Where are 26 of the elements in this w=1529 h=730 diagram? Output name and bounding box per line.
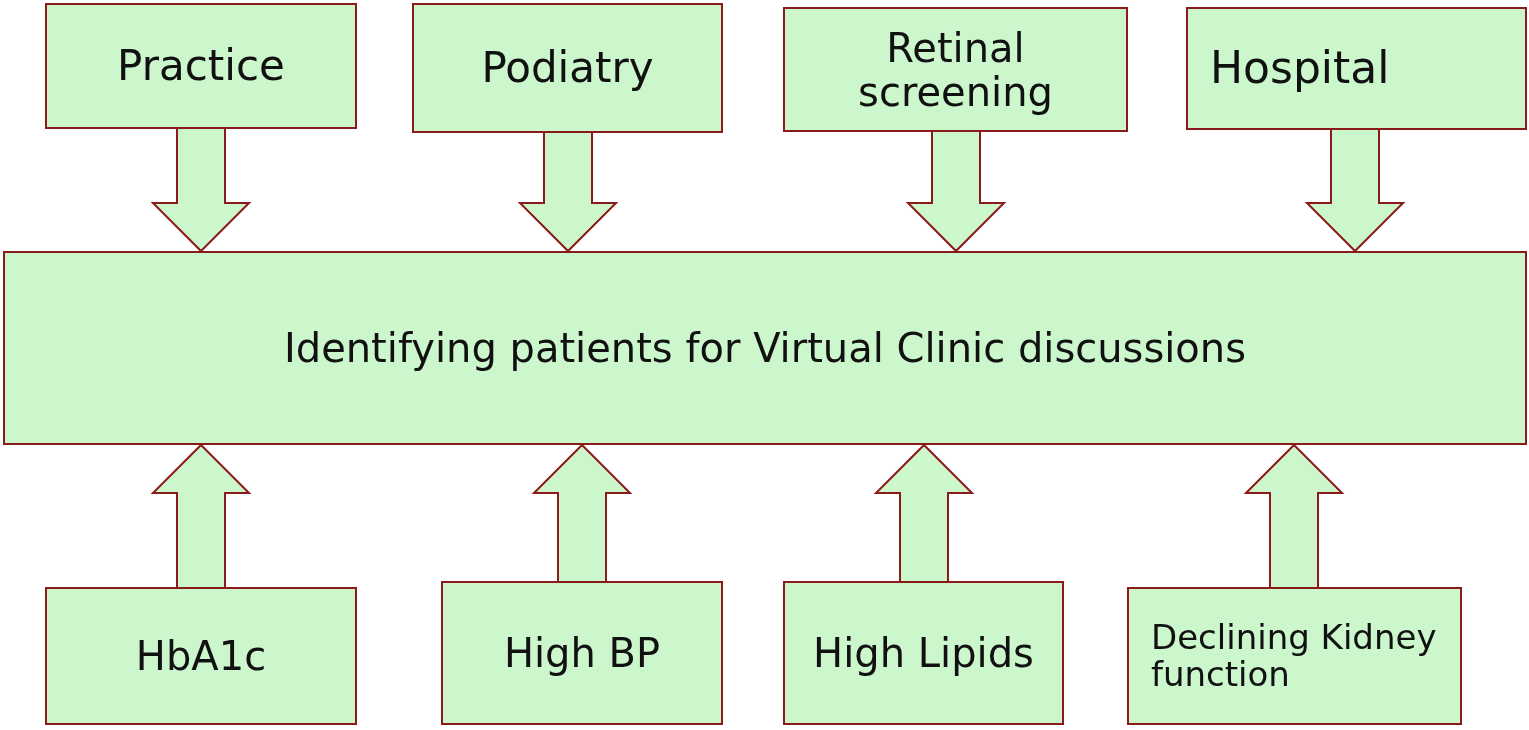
callout-box (45, 3, 357, 129)
callout-box (45, 587, 357, 725)
callout-box (783, 581, 1064, 725)
block-arrow (531, 443, 633, 582)
block-arrow (1243, 443, 1345, 588)
callout-box (412, 3, 723, 133)
callout-box (3, 251, 1527, 445)
block-arrow (905, 131, 1007, 253)
callout-box (783, 7, 1128, 132)
callout-box (441, 581, 723, 725)
callout-box (1186, 7, 1527, 130)
block-arrow (873, 443, 975, 582)
box-label: High BP (503, 631, 661, 675)
box-label: Declining Kidney function (1151, 618, 1438, 694)
box-label: High Lipids (813, 631, 1034, 675)
box-label: Hospital (1210, 44, 1390, 93)
box-label: Retinal screening (857, 25, 1054, 114)
box-label: Identifying patients for Virtual Clinic discussions (283, 326, 1247, 370)
box-label: Practice (117, 42, 285, 90)
block-arrow (150, 128, 252, 253)
callout-box (1127, 587, 1462, 725)
block-arrow (150, 443, 252, 588)
box-label: HbA1c (135, 634, 267, 678)
block-arrow (1304, 129, 1406, 253)
block-arrow (517, 132, 619, 253)
box-label: Podiatry (481, 44, 654, 92)
